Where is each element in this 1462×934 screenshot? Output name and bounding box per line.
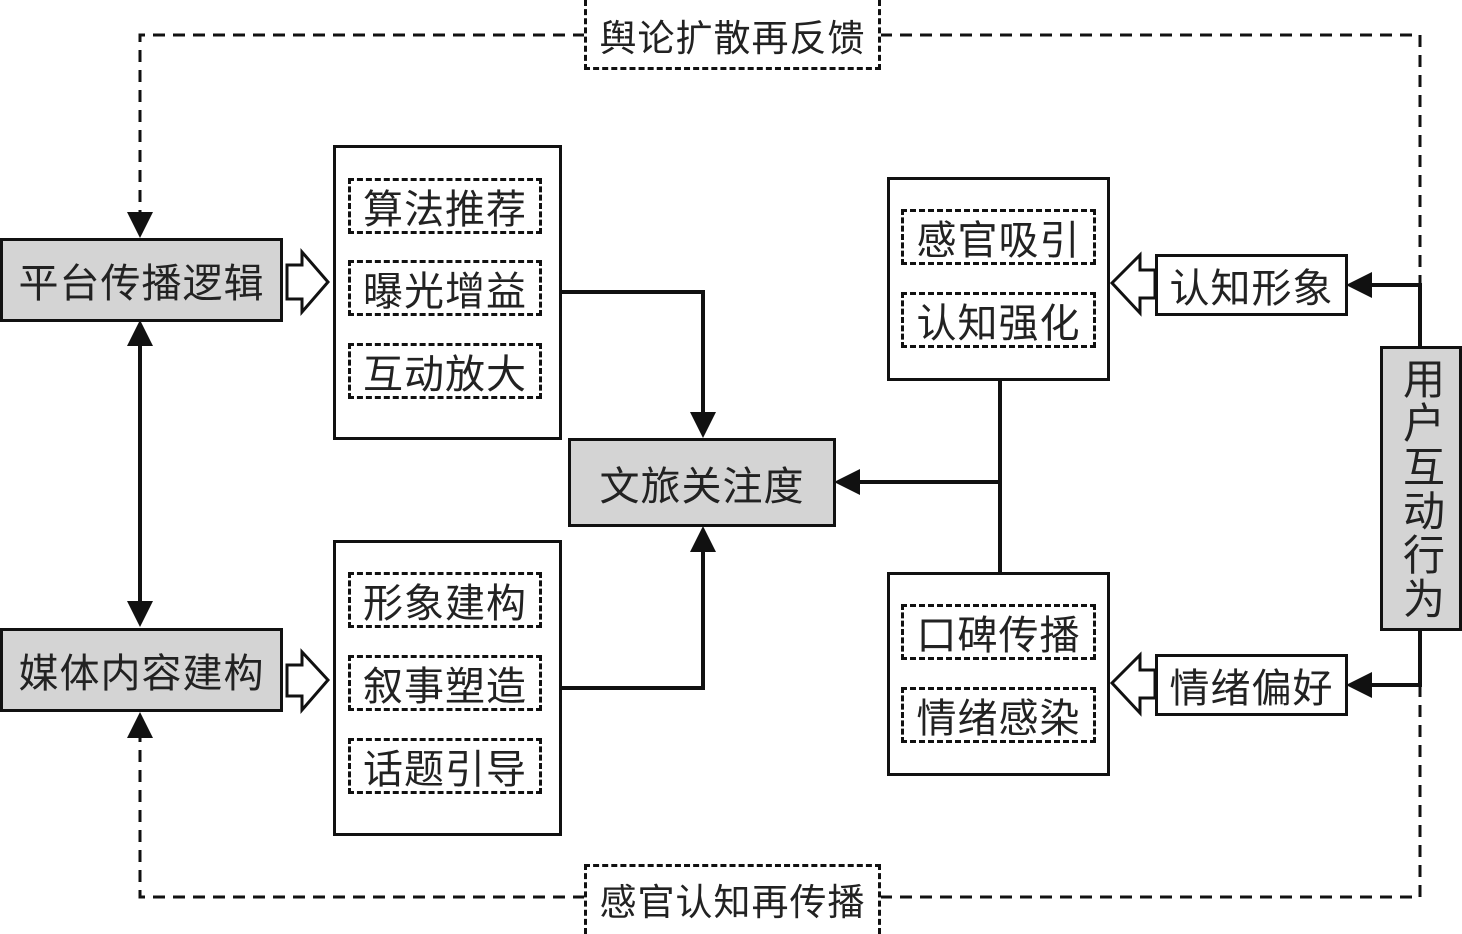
media-item-box-1: [348, 572, 542, 628]
feedback-top-line: [138, 33, 585, 212]
media-item-label: 形象建构: [363, 581, 527, 627]
cognition-item-box-1: [901, 209, 1096, 265]
cognition-item-label: 感官吸引: [916, 218, 1081, 264]
arrowhead-up-platform: [127, 320, 153, 346]
user-to-cognition: [1372, 283, 1422, 347]
user-interaction-node: [1380, 346, 1462, 631]
tourism-attention-label: 文旅关注度: [599, 463, 805, 510]
feedback-bottom-line: [138, 738, 585, 899]
cognition-item-box-2: [901, 292, 1096, 348]
feedback-top-box: [584, 0, 881, 70]
emotion-item-label: 情绪感染: [916, 696, 1081, 742]
emotional-preference-label: 情绪偏好: [1169, 666, 1334, 712]
platform-item-box-2: [348, 260, 542, 316]
media-content-label: 媒体内容建构: [18, 651, 265, 697]
arrowhead-center-top: [690, 412, 716, 438]
feedback-bottom-line-right: [880, 685, 1422, 899]
user-to-emotion: [1372, 630, 1422, 687]
arrowhead-cognition: [1346, 272, 1372, 298]
media-content-node: [0, 628, 283, 712]
media-item-box-3: [348, 738, 542, 794]
platform-item-box-3: [348, 343, 542, 399]
emotion-item-label: 口碑传播: [916, 613, 1081, 659]
platform-to-center: [560, 290, 705, 412]
feedback-bottom-box: [584, 864, 881, 934]
media-to-center: [560, 552, 705, 690]
tourism-attention-node: [568, 438, 836, 527]
user-interaction-label: 用户互动行为: [1396, 356, 1446, 621]
platform-item-label: 互动放大: [363, 352, 527, 398]
arrowhead-center-bottom: [690, 526, 716, 552]
feedback-top-line-right: [880, 33, 1422, 285]
hollow-arrow-cognition: [1109, 251, 1157, 317]
hollow-arrow-platform: [285, 247, 330, 317]
arrowhead-down-media: [127, 601, 153, 627]
media-item-box-2: [348, 655, 542, 711]
arrowhead-up-media: [127, 712, 153, 738]
platform-item-label: 曝光增益: [363, 269, 527, 315]
platform-item-label: 算法推荐: [363, 187, 527, 233]
feedback-top-label: 舆论扩散再反馈: [599, 17, 866, 60]
emotion-item-box-2: [901, 687, 1096, 743]
feedback-bottom-label: 感官认知再传播: [599, 881, 866, 924]
media-item-label: 话题引导: [363, 747, 527, 793]
platform-item-box-1: [348, 178, 542, 234]
platform-logic-node: [0, 238, 283, 322]
media-item-label: 叙事塑造: [363, 664, 527, 710]
emotional-preference-node: [1155, 654, 1348, 716]
hollow-arrow-emotion: [1109, 651, 1157, 717]
cognitive-image-label: 认知形象: [1169, 266, 1334, 312]
arrowhead-emotion: [1346, 672, 1372, 698]
arrowhead-center-right: [834, 469, 860, 495]
cognition-item-label: 认知强化: [916, 301, 1081, 347]
platform-logic-label: 平台传播逻辑: [18, 261, 265, 307]
hollow-arrow-media: [285, 648, 331, 715]
cognitive-image-node: [1155, 254, 1348, 316]
emotion-item-box-1: [901, 604, 1096, 660]
arrowhead-down-platform: [127, 212, 153, 238]
